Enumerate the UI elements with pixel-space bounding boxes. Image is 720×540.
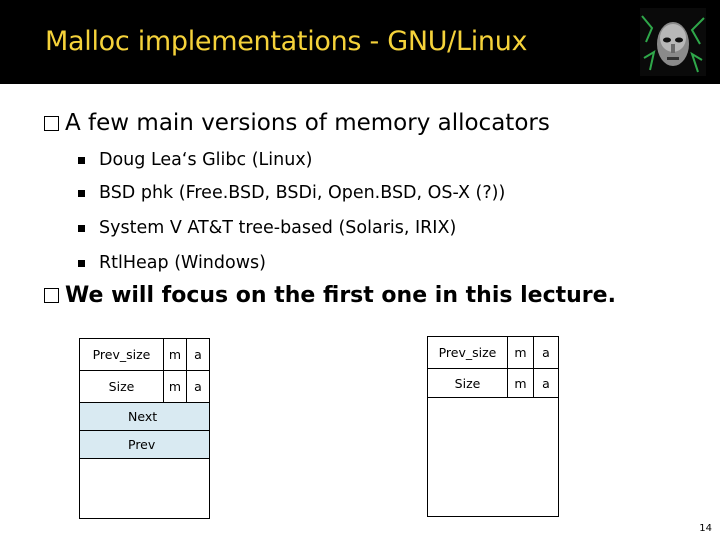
square-bullet-icon	[78, 189, 85, 197]
slide-title: Malloc implementations - GNU/Linux	[45, 26, 528, 57]
a-flag-cell: a	[186, 370, 210, 402]
prev-size-cell: Prev_size	[79, 338, 163, 370]
square-bullet-icon	[78, 224, 85, 232]
subbullet-3: System V AT&T tree-based (Solaris, IRIX)	[78, 218, 456, 238]
a-flag-cell: a	[533, 336, 559, 368]
subbullet-2-text: BSD phk (Free.BSD, BSDi, Open.BSD, OS-X …	[99, 183, 506, 203]
subbullet-2: BSD phk (Free.BSD, BSDi, Open.BSD, OS-X …	[78, 183, 505, 203]
m-flag-cell: m	[163, 338, 186, 370]
bullet-2-text: We will focus on the first one in this l…	[65, 283, 616, 308]
next-pointer-cell: Next	[79, 402, 210, 430]
subbullet-4: RtlHeap (Windows)	[78, 253, 266, 273]
subbullet-4-text: RtlHeap (Windows)	[99, 253, 266, 273]
bullet-box-icon	[44, 115, 59, 131]
bullet-1: A few main versions of memory allocators	[44, 110, 550, 136]
subbullet-1: Doug Lea‘s Glibc (Linux)	[78, 150, 313, 170]
subbullet-1-text: Doug Lea‘s Glibc (Linux)	[99, 150, 313, 170]
bullet-2: We will focus on the first one in this l…	[44, 283, 616, 308]
bullet-box-icon	[44, 288, 59, 303]
face-logo-icon	[640, 8, 706, 76]
user-data-cell	[79, 458, 210, 519]
user-data-cell	[427, 397, 559, 517]
square-bullet-icon	[78, 259, 85, 267]
title-bar: Malloc implementations - GNU/Linux	[0, 0, 720, 84]
subbullet-3-text: System V AT&T tree-based (Solaris, IRIX)	[99, 218, 457, 238]
page-number: 14	[699, 523, 712, 534]
m-flag-cell: m	[507, 336, 533, 368]
bullet-1-text: A few main versions of memory allocators	[65, 110, 550, 136]
size-cell: Size	[427, 368, 507, 397]
m-flag-cell: m	[163, 370, 186, 402]
m-flag-cell: m	[507, 368, 533, 397]
a-flag-cell: a	[186, 338, 210, 370]
square-bullet-icon	[78, 156, 85, 164]
size-cell: Size	[79, 370, 163, 402]
prev-pointer-cell: Prev	[79, 430, 210, 458]
prev-size-cell: Prev_size	[427, 336, 507, 368]
a-flag-cell: a	[533, 368, 559, 397]
